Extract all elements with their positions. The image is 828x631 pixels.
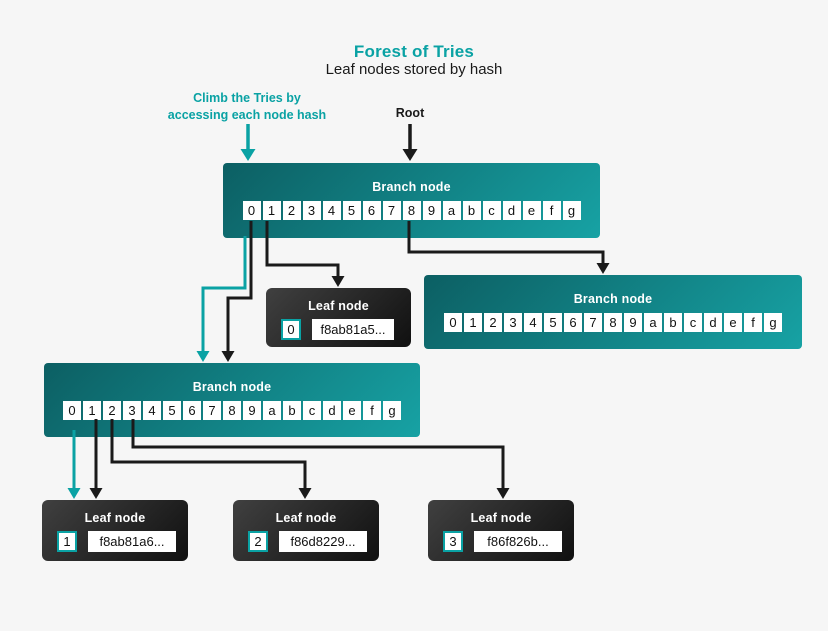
hash-cell-e: e xyxy=(724,313,742,332)
hash-cell-b: b xyxy=(664,313,682,332)
leaf-node-label: Leaf node xyxy=(275,511,337,525)
page-title: Forest of Tries xyxy=(353,42,475,61)
hash-cell-8: 8 xyxy=(402,201,421,220)
leaf-index-badge: 3 xyxy=(443,531,463,552)
leaf-hash-value: f86f826b... xyxy=(474,531,562,552)
hash-cell-5: 5 xyxy=(544,313,562,332)
hash-cell-d: d xyxy=(704,313,722,332)
hash-cell-g: g xyxy=(764,313,782,332)
root-annotation: Root xyxy=(395,106,425,120)
hash-cell-e: e xyxy=(343,401,361,420)
hash-cell-f: f xyxy=(744,313,762,332)
hash-cell-7: 7 xyxy=(584,313,602,332)
page-subtitle: Leaf nodes stored by hash xyxy=(325,61,503,78)
leaf-node-0: Leaf node 0 f8ab81a5... xyxy=(266,288,411,347)
hash-cell-6: 6 xyxy=(362,201,381,220)
hash-cell-3: 3 xyxy=(504,313,522,332)
hash-cell-9: 9 xyxy=(624,313,642,332)
hash-cell-8: 8 xyxy=(223,401,241,420)
hash-cell-1: 1 xyxy=(83,401,101,420)
hash-cell-b: b xyxy=(462,201,481,220)
edge-root-branch-to-left-branch-climb xyxy=(196,236,247,362)
leaf-node-label: Leaf node xyxy=(470,511,532,525)
hash-cell-1: 1 xyxy=(262,201,281,220)
hash-cell-4: 4 xyxy=(524,313,542,332)
hash-cell-d: d xyxy=(502,201,521,220)
hash-cell-a: a xyxy=(442,201,461,220)
leaf-node-2: Leaf node 2 f86d8229... xyxy=(233,500,379,561)
hash-cell-4: 4 xyxy=(322,201,341,220)
hash-cell-9: 9 xyxy=(422,201,441,220)
leaf-node-label: Leaf node xyxy=(308,299,369,313)
hash-cell-f: f xyxy=(542,201,561,220)
hash-cell-7: 7 xyxy=(203,401,221,420)
leaf-hash-value: f8ab81a5... xyxy=(312,319,394,340)
hash-cell-2: 2 xyxy=(282,201,301,220)
hash-cell-0: 0 xyxy=(63,401,81,420)
leaf-node-3: Leaf node 3 f86f826b... xyxy=(428,500,574,561)
hash-cell-6: 6 xyxy=(564,313,582,332)
hash-cell-c: c xyxy=(303,401,321,420)
hash-cell-f: f xyxy=(363,401,381,420)
hash-cell-a: a xyxy=(263,401,281,420)
hash-cell-5: 5 xyxy=(163,401,181,420)
leaf-index-badge: 2 xyxy=(248,531,268,552)
branch-node-label: Branch node xyxy=(372,180,451,194)
climb-annotation: Climb the Tries by accessing each node h… xyxy=(167,91,327,123)
leaf-index-badge: 0 xyxy=(281,319,301,340)
hash-cell-g: g xyxy=(562,201,581,220)
hash-cell-0: 0 xyxy=(444,313,462,332)
hash-cell-a: a xyxy=(644,313,662,332)
leaf-index-badge: 1 xyxy=(57,531,77,552)
hash-cell-e: e xyxy=(522,201,541,220)
leaf-node-1: Leaf node 1 f8ab81a6... xyxy=(42,500,188,561)
hash-cell-7: 7 xyxy=(382,201,401,220)
hash-cell-d: d xyxy=(323,401,341,420)
leaf-node-label: Leaf node xyxy=(84,511,146,525)
hash-cell-4: 4 xyxy=(143,401,161,420)
edge-climb-to-root-branch xyxy=(240,124,256,161)
hash-cell-0: 0 xyxy=(242,201,261,220)
hash-cell-c: c xyxy=(684,313,702,332)
hash-cell-1: 1 xyxy=(464,313,482,332)
leaf-hash-value: f8ab81a6... xyxy=(88,531,176,552)
hash-cell-3: 3 xyxy=(302,201,321,220)
edge-left-cell0-to-leaf1-climb xyxy=(67,430,81,499)
hash-cell-2: 2 xyxy=(103,401,121,420)
hash-cell-b: b xyxy=(283,401,301,420)
hash-cell-g: g xyxy=(383,401,401,420)
edge-root-cell0-to-left-branch xyxy=(221,221,253,362)
hash-cell-8: 8 xyxy=(604,313,622,332)
leaf-hash-value: f86d8229... xyxy=(279,531,367,552)
edge-root-label-to-root-branch xyxy=(402,124,418,161)
hash-cell-2: 2 xyxy=(484,313,502,332)
hash-cell-5: 5 xyxy=(342,201,361,220)
hash-cell-3: 3 xyxy=(123,401,141,420)
hash-cell-9: 9 xyxy=(243,401,261,420)
hash-cell-c: c xyxy=(482,201,501,220)
branch-node-label: Branch node xyxy=(192,380,272,394)
hash-cell-6: 6 xyxy=(183,401,201,420)
branch-node-label: Branch node xyxy=(573,292,653,306)
